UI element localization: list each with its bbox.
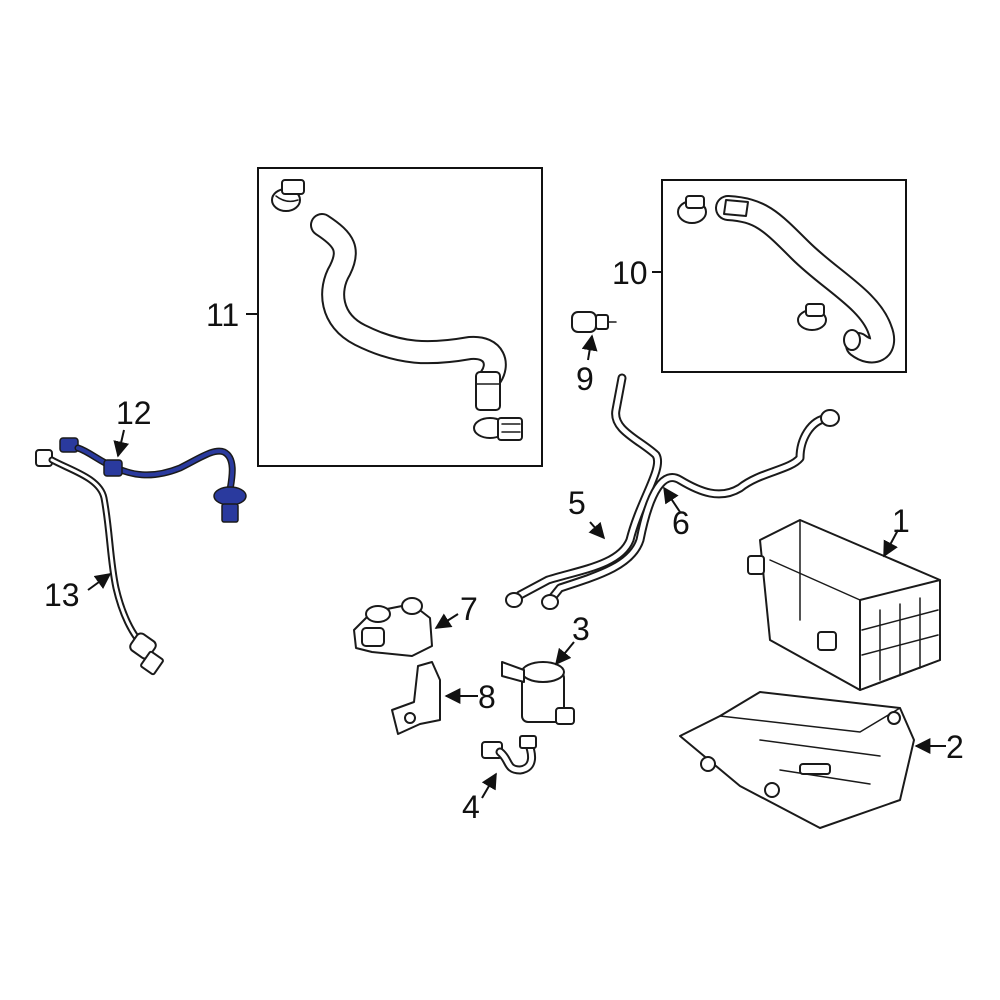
part-3-purge-valve[interactable]: 3 <box>501 611 590 725</box>
callout-7: 7 <box>460 591 478 627</box>
detail-box-11 <box>257 167 543 467</box>
callout-2: 2 <box>946 729 964 765</box>
clamp-icon <box>271 179 305 212</box>
callout-11: 11 <box>206 297 239 333</box>
part-2-bracket[interactable]: 2 <box>679 691 964 829</box>
callout-3: 3 <box>572 611 590 647</box>
part-7-valve[interactable]: 7 <box>353 591 478 657</box>
part-13-oxygen-sensor[interactable]: 13 <box>35 449 164 676</box>
part-6-tube[interactable]: 6 <box>541 409 840 610</box>
detail-box-10 <box>661 179 907 373</box>
part-1-canister[interactable]: 1 <box>747 503 941 691</box>
callout-8: 8 <box>478 679 496 715</box>
clamp-icon <box>797 303 827 331</box>
callout-13: 13 <box>44 577 80 613</box>
part-8-bracket[interactable]: 8 <box>391 661 496 735</box>
callout-5: 5 <box>568 485 586 521</box>
clamp-icon <box>677 195 707 224</box>
part-12-oxygen-sensor[interactable]: 12 <box>59 395 247 523</box>
part-11-hose-detail[interactable]: 11 <box>206 167 543 467</box>
callout-12: 12 <box>116 395 152 431</box>
part-10-hose-detail[interactable]: 10 <box>612 179 907 373</box>
part-9-fitting[interactable]: 9 <box>571 311 617 397</box>
callout-9: 9 <box>576 361 594 397</box>
callout-10: 10 <box>612 255 648 291</box>
part-4-hose[interactable]: 4 <box>462 735 537 825</box>
callout-1: 1 <box>892 503 910 539</box>
part-5-tube[interactable]: 5 <box>505 373 662 608</box>
callout-4: 4 <box>462 789 480 825</box>
callout-6: 6 <box>672 505 690 541</box>
clamp-icon <box>473 417 523 441</box>
